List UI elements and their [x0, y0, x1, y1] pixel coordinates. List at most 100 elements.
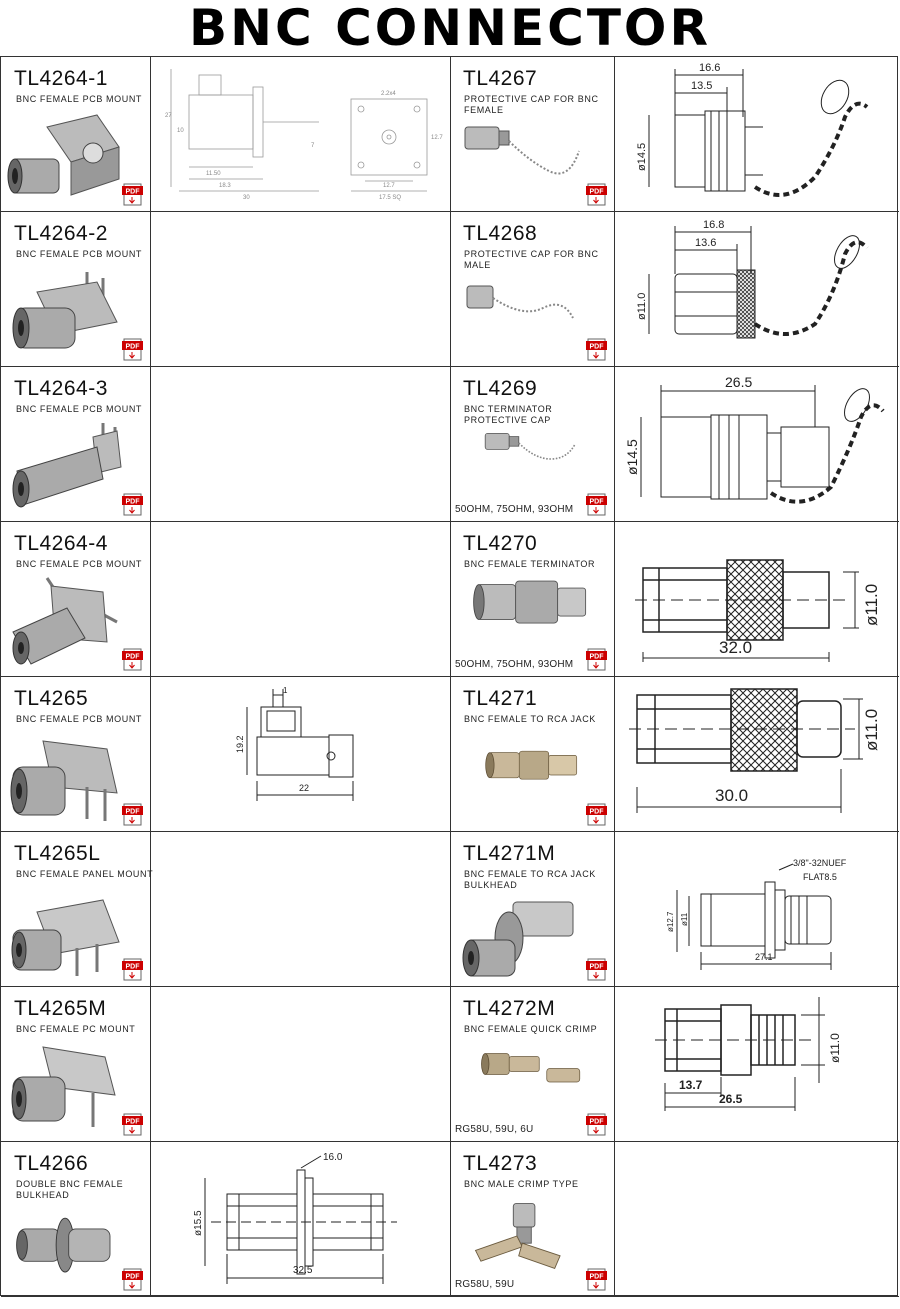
drawing-cell-empty: [151, 522, 451, 676]
product-description: BNC FEMALE PANEL MOUNT: [16, 869, 154, 879]
product-description: BNC FEMALE PC MOUNT: [16, 1024, 136, 1034]
svg-text:ø11: ø11: [680, 912, 689, 926]
product-description: BNC FEMALE PCB MOUNT: [16, 249, 143, 259]
drawing-cell-tl4268: 16.8 13.6 ø11.0: [615, 212, 899, 366]
pdf-download-icon[interactable]: PDF: [586, 648, 608, 672]
drawing-cell-tl4269: 26.5 ø14.5: [615, 367, 899, 521]
svg-text:32.5: 32.5: [293, 1265, 313, 1276]
svg-text:PDF: PDF: [590, 499, 605, 506]
drawing-cell-tl4267: 16.6 13.5 ø14.5: [615, 57, 899, 211]
technical-drawing: ø11.0 13.7 26.5: [655, 997, 842, 1111]
technical-drawing: ø11.0 32.0: [635, 559, 881, 662]
svg-text:PDF: PDF: [126, 499, 141, 506]
drawing-cell-empty: [615, 1142, 899, 1296]
drawing-cell-empty: [151, 987, 451, 1141]
product-description: BNC FEMALE QUICK CRIMP: [464, 1024, 598, 1034]
svg-text:ø14.5: ø14.5: [624, 439, 640, 475]
table-row: TL4266 DOUBLE BNC FEMALE BULKHEAD PDF 16…: [1, 1142, 899, 1297]
svg-text:PDF: PDF: [126, 964, 141, 971]
product-code: TL4265L: [14, 842, 101, 865]
product-code: TL4271M: [463, 842, 556, 865]
drawing-cell-tl4270: ø11.0 32.0: [615, 522, 899, 676]
connector-photo: [484, 433, 576, 460]
product-description: BNC FEMALE PCB MOUNT: [16, 714, 143, 724]
connector-photo: [7, 114, 120, 196]
svg-text:PDF: PDF: [126, 1274, 141, 1281]
svg-text:PDF: PDF: [126, 809, 141, 816]
connector-photo: [10, 740, 118, 821]
connector-photo: [481, 1053, 581, 1083]
svg-text:13.6: 13.6: [695, 237, 716, 249]
product-code: TL4264-4: [14, 532, 108, 555]
svg-text:16.0: 16.0: [323, 1152, 343, 1163]
pdf-download-icon[interactable]: PDF: [122, 1268, 144, 1292]
product-code: TL4273: [463, 1152, 538, 1175]
svg-text:2.2x4: 2.2x4: [381, 91, 396, 97]
product-cell-tl4267: TL4267 PROTECTIVE CAP FOR BNC FEMALE PDF: [451, 57, 615, 211]
connector-photo: [12, 577, 118, 665]
table-row: TL4264-3 BNC FEMALE PCB MOUNT PDF TL4269…: [1, 367, 899, 522]
product-cell-tl4266: TL4266 DOUBLE BNC FEMALE BULKHEAD PDF: [1, 1142, 151, 1296]
svg-text:13.5: 13.5: [691, 80, 712, 92]
product-code: TL4267: [463, 67, 538, 90]
product-description: BNC FEMALE TO RCA JACK: [464, 714, 596, 724]
product-description: DOUBLE BNC FEMALE BULKHEAD: [16, 1179, 124, 1200]
svg-text:3/8"-32NUEF: 3/8"-32NUEF: [793, 858, 847, 868]
svg-text:PDF: PDF: [126, 654, 141, 661]
product-cell-tl4264-1: TL4264-1 BNC FEMALE PCB MOUNT PDF: [1, 57, 151, 211]
product-code: TL4264-3: [14, 377, 108, 400]
pdf-download-icon[interactable]: PDF: [586, 958, 608, 982]
svg-text:PDF: PDF: [590, 1274, 605, 1281]
connector-photo: [11, 899, 120, 976]
pdf-download-icon[interactable]: PDF: [122, 183, 144, 207]
svg-text:1: 1: [283, 686, 288, 695]
svg-text:12.7: 12.7: [383, 183, 395, 189]
product-description: BNC FEMALE PCB MOUNT: [16, 404, 143, 414]
pdf-download-icon[interactable]: PDF: [586, 1113, 608, 1137]
pdf-download-icon[interactable]: PDF: [122, 1113, 144, 1137]
drawing-cell-empty: [151, 832, 451, 986]
svg-text:ø15.5: ø15.5: [193, 1210, 204, 1236]
drawing-cell-empty: [151, 212, 451, 366]
svg-text:PDF: PDF: [590, 654, 605, 661]
product-code: TL4265M: [14, 997, 107, 1020]
product-cell-tl4272m: TL4272M BNC FEMALE QUICK CRIMP RG58U, 59…: [451, 987, 615, 1141]
pdf-download-icon[interactable]: PDF: [122, 803, 144, 827]
connector-photo: [16, 1217, 111, 1273]
connector-photo: [466, 285, 574, 319]
svg-text:16.6: 16.6: [699, 62, 720, 74]
connector-photo: [11, 1046, 116, 1127]
svg-text:PDF: PDF: [126, 189, 141, 196]
pdf-download-icon[interactable]: PDF: [586, 183, 608, 207]
connector-photo: [485, 750, 578, 780]
product-cell-tl4264-2: TL4264-2 BNC FEMALE PCB MOUNT PDF: [1, 212, 151, 366]
svg-text:ø12.7: ø12.7: [666, 911, 675, 932]
svg-text:17.5 SQ: 17.5 SQ: [379, 195, 401, 201]
drawing-cell-tl4271m: 3/8"-32NUEF FLAT8.5 ø12.7 ø11 27.1: [615, 832, 899, 986]
product-description: BNC FEMALE PCB MOUNT: [16, 559, 143, 569]
pdf-download-icon[interactable]: PDF: [586, 493, 608, 517]
pdf-download-icon[interactable]: PDF: [122, 958, 144, 982]
pdf-download-icon[interactable]: PDF: [122, 493, 144, 517]
pdf-download-icon[interactable]: PDF: [122, 338, 144, 362]
technical-drawing: 3/8"-32NUEF FLAT8.5 ø12.7 ø11 27.1: [666, 858, 847, 970]
product-code: TL4271: [463, 687, 538, 710]
product-description: BNC FEMALE PCB MOUNT: [16, 94, 143, 104]
svg-text:PDF: PDF: [126, 1119, 141, 1126]
pdf-download-icon[interactable]: PDF: [122, 648, 144, 672]
svg-text:PDF: PDF: [590, 1119, 605, 1126]
pdf-download-icon[interactable]: PDF: [586, 338, 608, 362]
product-code: TL4272M: [463, 997, 556, 1020]
svg-text:PDF: PDF: [590, 189, 605, 196]
pdf-download-icon[interactable]: PDF: [586, 803, 608, 827]
technical-drawing: 11.50 18.3 30 27 10 7 2.2x4 12.7 17.5 SQ…: [165, 69, 443, 201]
product-description: PROTECTIVE CAP FOR BNC MALE: [464, 249, 599, 270]
pdf-download-icon[interactable]: PDF: [586, 1268, 608, 1292]
technical-drawing: 16.0 ø15.5 32.5: [193, 1152, 397, 1284]
impedance-note: 50OHM, 75OHM, 93OHM: [455, 659, 574, 670]
svg-text:18.3: 18.3: [219, 183, 231, 189]
product-code: TL4268: [463, 222, 538, 245]
drawing-cell-tl4272m: ø11.0 13.7 26.5: [615, 987, 899, 1141]
connector-photo: [464, 126, 580, 175]
drawing-cell-tl4264-1: 11.50 18.3 30 27 10 7 2.2x4 12.7 17.5 SQ…: [151, 57, 451, 211]
